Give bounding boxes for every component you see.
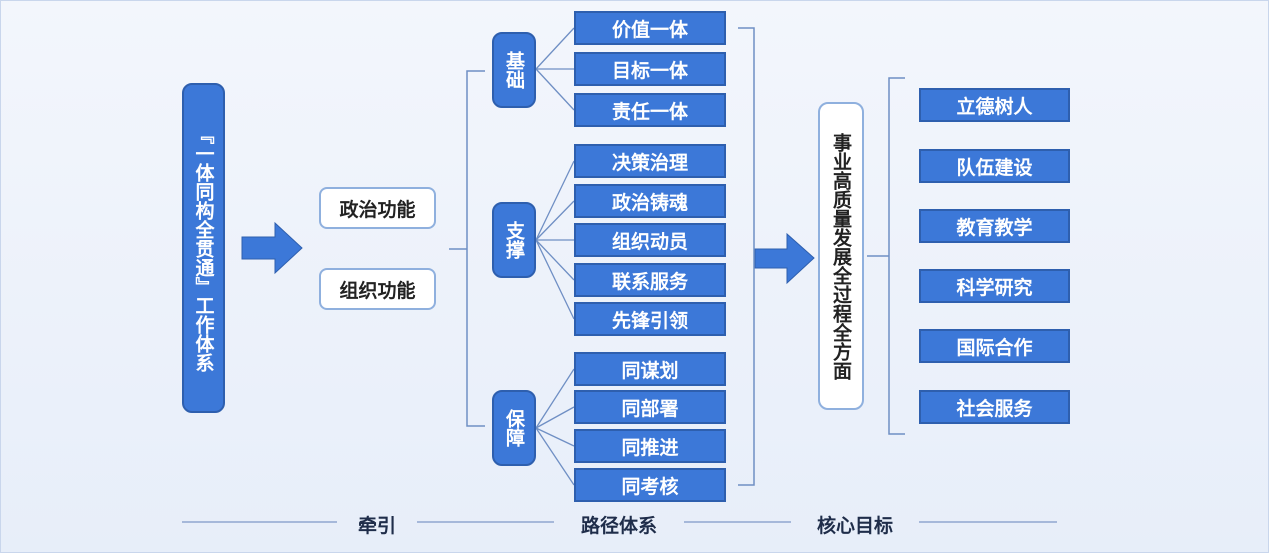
item-box: 同谋划 <box>574 352 726 386</box>
outcome-label: 国际合作 <box>956 336 1033 359</box>
group-label: 保障 <box>503 409 525 447</box>
item-box: 组织动员 <box>574 223 726 257</box>
item-label: 同部署 <box>621 397 679 420</box>
group-box-base: 基础 <box>492 32 536 108</box>
function-box-organizational: 组织功能 <box>319 268 436 310</box>
item-label: 责任一体 <box>611 100 688 123</box>
item-label: 价值一体 <box>611 18 688 41</box>
outcome-label: 立德树人 <box>956 95 1033 118</box>
fan-lines-base <box>535 27 575 111</box>
footer-label-path-system: 路径体系 <box>580 515 658 537</box>
outcome-box: 国际合作 <box>919 329 1070 363</box>
item-box: 联系服务 <box>574 263 726 297</box>
bracket-paths <box>449 70 485 427</box>
footer-label-traction: 牵引 <box>357 515 397 537</box>
arrow-right-2 <box>754 232 815 285</box>
goal-text: 事业高质量发展全过程全方面 <box>830 132 852 380</box>
function-box-political: 政治功能 <box>319 187 436 229</box>
outcome-label: 教育教学 <box>956 216 1033 239</box>
item-label: 联系服务 <box>611 270 688 293</box>
group-box-guarantee: 保障 <box>492 390 536 466</box>
item-label: 政治铸魂 <box>611 191 688 214</box>
item-box: 同考核 <box>574 468 726 502</box>
outcome-box: 教育教学 <box>919 209 1070 243</box>
function-label: 政治功能 <box>339 198 416 221</box>
item-box: 先锋引领 <box>574 302 726 336</box>
items-bracket <box>738 27 755 486</box>
footer-label-core-goal: 核心目标 <box>816 515 894 537</box>
item-box: 目标一体 <box>574 52 726 86</box>
item-label: 同考核 <box>621 475 679 498</box>
outcomes-bracket <box>867 77 905 435</box>
item-label: 组织动员 <box>611 230 688 253</box>
item-label: 先锋引领 <box>611 309 688 332</box>
outcome-box: 队伍建设 <box>919 149 1070 183</box>
outcome-label: 队伍建设 <box>956 156 1033 179</box>
system-title-text: 『一体同构全贯通』工作体系 <box>192 124 215 372</box>
goal-box: 事业高质量发展全过程全方面 <box>818 102 864 410</box>
item-box: 责任一体 <box>574 93 726 127</box>
item-label: 决策治理 <box>611 151 688 174</box>
outcome-label: 科学研究 <box>956 276 1033 299</box>
item-box: 决策治理 <box>574 144 726 178</box>
item-box: 同部署 <box>574 390 726 424</box>
group-box-support: 支撑 <box>492 202 536 278</box>
item-label: 同推进 <box>621 436 679 459</box>
function-label: 组织功能 <box>339 279 416 302</box>
arrow-right-1 <box>241 221 303 275</box>
item-box: 同推进 <box>574 429 726 463</box>
group-label: 支撑 <box>503 221 525 259</box>
item-box: 政治铸魂 <box>574 184 726 218</box>
outcome-box: 科学研究 <box>919 269 1070 303</box>
item-label: 同谋划 <box>621 359 679 382</box>
outcome-box: 立德树人 <box>919 88 1070 122</box>
fan-lines-support <box>535 160 575 320</box>
group-label: 基础 <box>503 51 525 89</box>
fan-lines-guarantee <box>535 368 575 486</box>
item-label: 目标一体 <box>611 59 688 82</box>
item-box: 价值一体 <box>574 11 726 45</box>
outcome-label: 社会服务 <box>956 397 1033 420</box>
outcome-box: 社会服务 <box>919 390 1070 424</box>
system-title-box: 『一体同构全贯通』工作体系 <box>182 83 225 413</box>
